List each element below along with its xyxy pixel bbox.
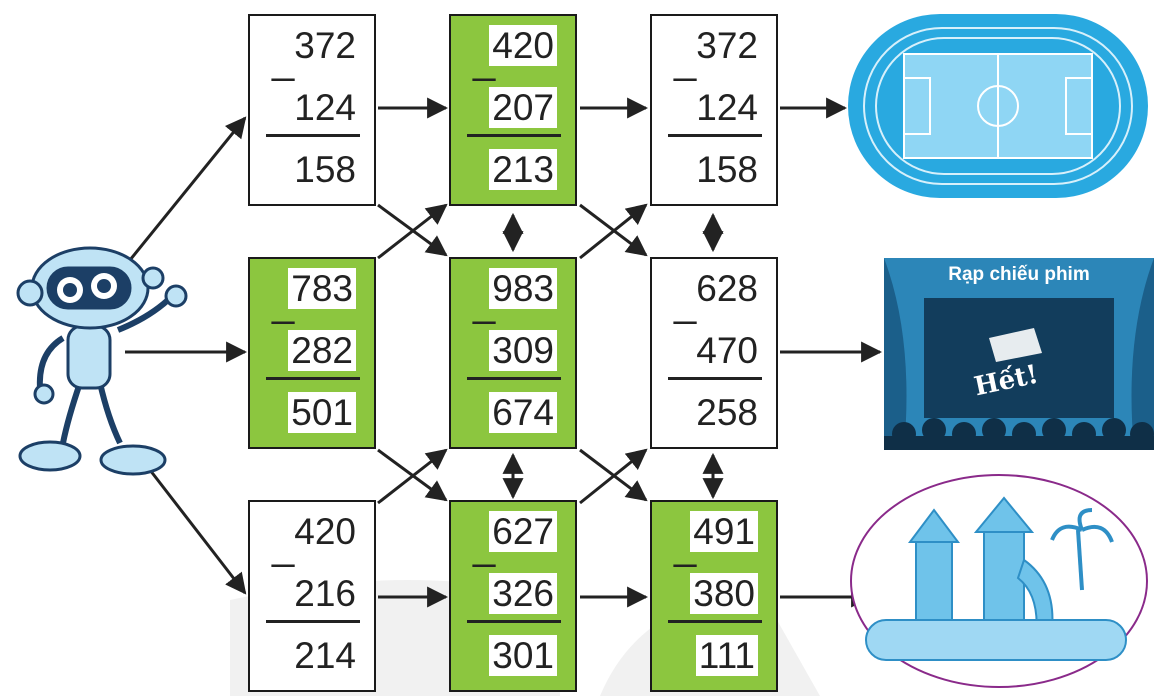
result: 214 (294, 636, 356, 676)
minus-sign: _ (674, 283, 696, 323)
stadium-icon (842, 6, 1154, 206)
subtrahend-value: 216 (294, 573, 356, 614)
subtrahend-value: 309 (489, 330, 557, 371)
subtrahend: 216 (294, 574, 356, 614)
minuend-value: 372 (294, 25, 356, 66)
result-line (467, 134, 561, 137)
subtrahend: 470 (696, 331, 758, 371)
subtraction-box-r1c3: 372_124 158 (650, 14, 778, 206)
minuend: 372 (696, 26, 758, 66)
result-line (668, 620, 762, 623)
subtrahend: 282 (288, 331, 356, 371)
minuend: 372 (294, 26, 356, 66)
result: 213 (489, 150, 557, 190)
result-value: 213 (489, 149, 557, 190)
subtrahend-value: 124 (696, 87, 758, 128)
minus-sign: _ (473, 526, 495, 566)
subtraction-box-r2c2: 983_ 309 674 (449, 257, 577, 449)
minuend-value: 420 (489, 25, 557, 66)
subtrahend-value: 380 (690, 573, 758, 614)
subtraction-box-r2c3: 628_470 258 (650, 257, 778, 449)
subtraction-box-r3c3: 491_ 380 111 (650, 500, 778, 692)
minuend: 420 (294, 512, 356, 552)
subtrahend: 124 (294, 88, 356, 128)
subtrahend: 380 (690, 574, 758, 614)
minuend-value: 372 (696, 25, 758, 66)
result-line (668, 134, 762, 137)
subtrahend-value: 207 (489, 87, 557, 128)
robot-character-icon (8, 238, 198, 488)
result-value: 301 (489, 635, 557, 676)
minuend: 491 (690, 512, 758, 552)
minuend: 628 (696, 269, 758, 309)
cinema-icon: Rạp chiếu phim Hết! (884, 258, 1154, 450)
subtraction-box-r1c2: 420_ 207 213 (449, 14, 577, 206)
result-value: 258 (696, 392, 758, 433)
result-line (668, 377, 762, 380)
subtraction-box-r3c1: 420_216 214 (248, 500, 376, 692)
cinema-title: Rạp chiếu phim (884, 264, 1154, 286)
arrow-robot-to-r3c1 (150, 470, 245, 593)
subtrahend: 309 (489, 331, 557, 371)
minuend-value: 783 (288, 268, 356, 309)
minus-sign: _ (473, 283, 495, 323)
result: 258 (696, 393, 758, 433)
minus-sign: _ (473, 40, 495, 80)
result-value: 214 (294, 635, 356, 676)
subtraction-box-r1c1: 372_124 158 (248, 14, 376, 206)
result: 301 (489, 636, 557, 676)
result: 674 (489, 393, 557, 433)
minuend-value: 627 (489, 511, 557, 552)
result-line (266, 134, 360, 137)
subtrahend-value: 470 (696, 330, 758, 371)
minuend: 420 (489, 26, 557, 66)
result-value: 158 (696, 149, 758, 190)
subtrahend-value: 124 (294, 87, 356, 128)
result: 158 (696, 150, 758, 190)
minuend: 983 (489, 269, 557, 309)
minuend-value: 628 (696, 268, 758, 309)
result-value: 501 (288, 392, 356, 433)
minuend: 783 (288, 269, 356, 309)
result: 111 (696, 636, 758, 676)
result-line (266, 377, 360, 380)
result-line (467, 620, 561, 623)
subtrahend-value: 326 (489, 573, 557, 614)
result-value: 158 (294, 149, 356, 190)
subtrahend: 326 (489, 574, 557, 614)
waterpark-icon (846, 470, 1152, 692)
result-line (467, 377, 561, 380)
minuend-value: 420 (294, 511, 356, 552)
result-value: 674 (489, 392, 557, 433)
minus-sign: _ (272, 40, 294, 80)
minus-sign: _ (272, 283, 294, 323)
minuend-value: 983 (489, 268, 557, 309)
minus-sign: _ (272, 526, 294, 566)
result: 158 (294, 150, 356, 190)
subtrahend: 207 (489, 88, 557, 128)
subtrahend-value: 282 (288, 330, 356, 371)
minuend: 627 (489, 512, 557, 552)
result-value: 111 (696, 635, 758, 676)
subtraction-box-r3c2: 627_ 326 301 (449, 500, 577, 692)
minuend-value: 491 (690, 511, 758, 552)
minus-sign: _ (674, 40, 696, 80)
result-line (266, 620, 360, 623)
subtrahend: 124 (696, 88, 758, 128)
minus-sign: _ (674, 526, 696, 566)
result: 501 (288, 393, 356, 433)
subtraction-box-r2c1: 783_ 282 501 (248, 257, 376, 449)
